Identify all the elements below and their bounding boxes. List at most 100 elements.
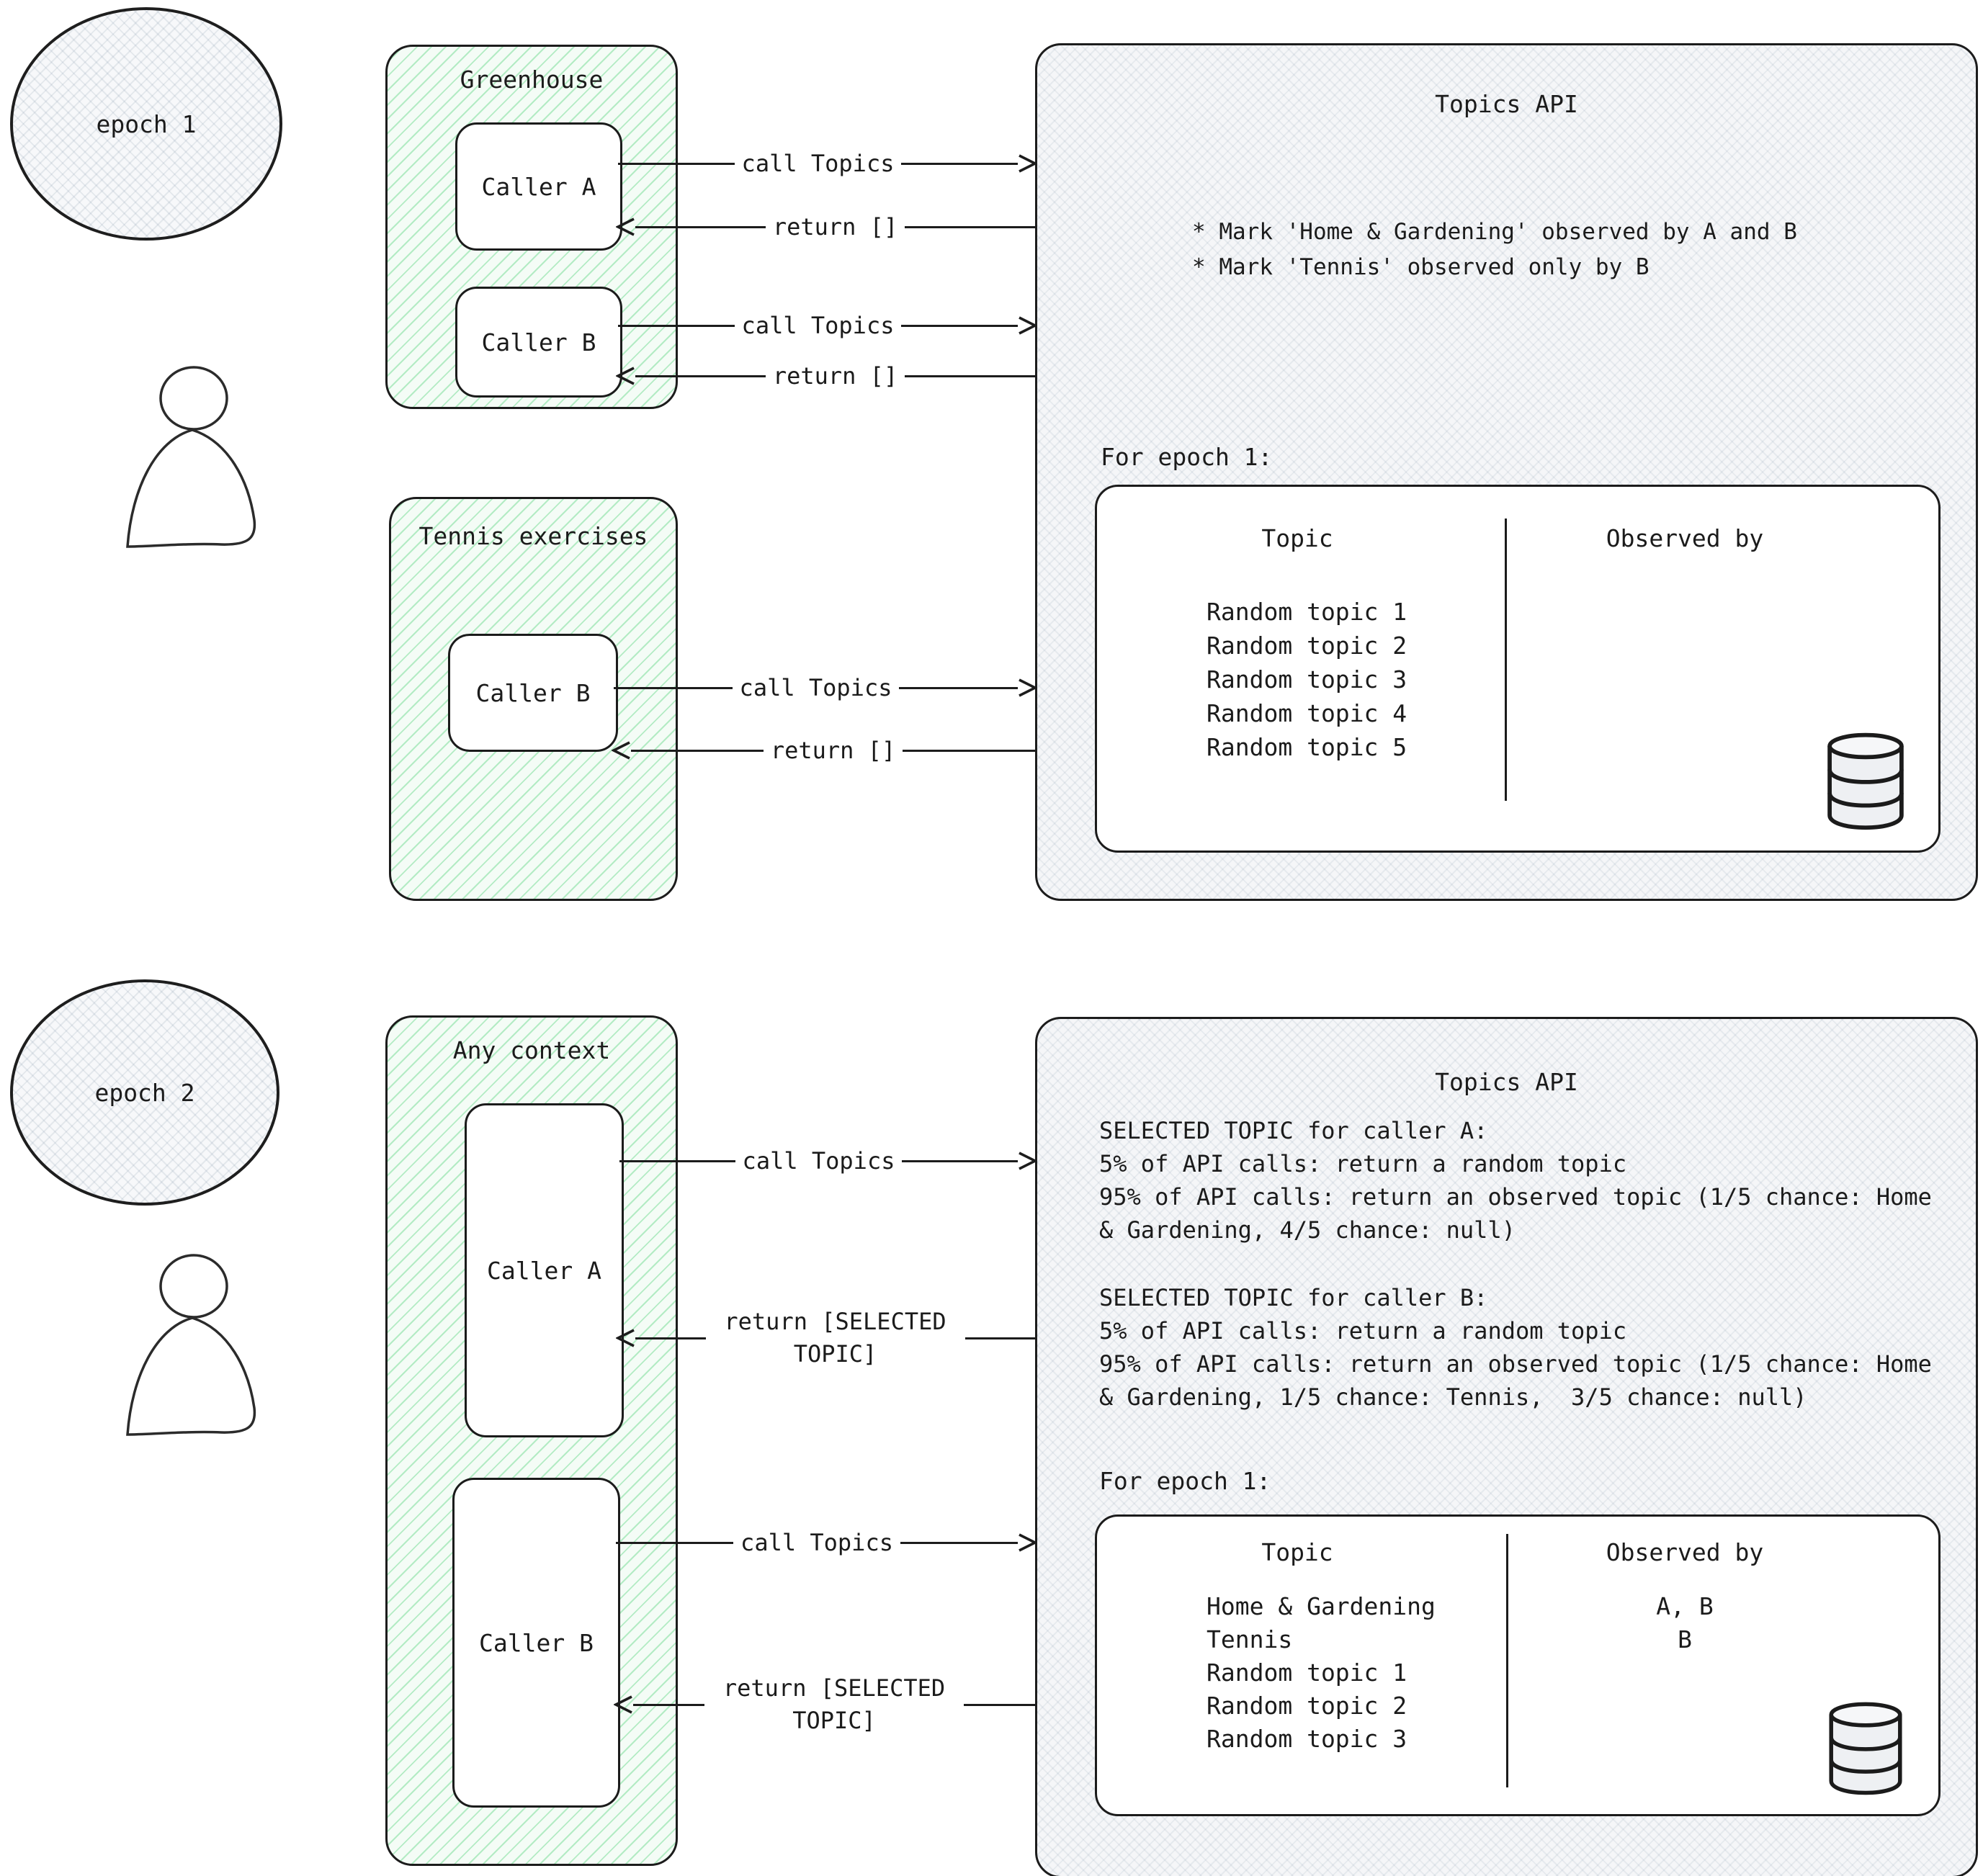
arrow-line: [964, 1337, 1035, 1339]
table-divider: [1505, 519, 1507, 801]
arrow-call-topics-caller-b-tennis: call Topics: [614, 671, 1038, 704]
any-context-title: Any context: [452, 1036, 611, 1064]
api-notes: * Mark 'Home & Gardening' observed by A …: [1192, 215, 1797, 285]
table-row: [1512, 666, 1858, 690]
text-line: & Gardening, 1/5 chance: Tennis, 3/5 cha…: [1099, 1383, 1807, 1411]
selected-topic-caller-a-text: SELECTED TOPIC for caller A: 5% of API c…: [1099, 1114, 1932, 1247]
caller-b-box-tennis: Caller B: [448, 634, 618, 752]
arrow-label: call Topics: [734, 147, 902, 180]
text-line: 95% of API calls: return an observed top…: [1099, 1350, 1932, 1378]
table-row: Random topic 2: [1207, 1692, 1407, 1720]
arrow-line: [635, 1337, 706, 1339]
arrow-line: [903, 749, 1036, 752]
caller-b-label: Caller B: [481, 328, 596, 356]
observed-by-column: A, B B: [1512, 1590, 1858, 1728]
table-row: A, B: [1656, 1592, 1714, 1620]
table-row: [1512, 642, 1858, 666]
arrow-label: return []: [765, 359, 905, 392]
arrow-line: [635, 374, 766, 377]
arrowhead-right-icon: [1019, 1152, 1038, 1170]
arrow-line: [631, 749, 764, 752]
text-line: SELECTED TOPIC for caller B:: [1099, 1284, 1488, 1311]
arrow-label: call Topics: [733, 1526, 900, 1559]
arrow-label: return [SELECTED TOPIC]: [705, 1306, 965, 1370]
topics-api-title: Topics API: [1435, 90, 1578, 118]
caller-b-box-epoch2: Caller B: [452, 1478, 620, 1808]
arrow-label: return []: [763, 734, 903, 767]
arrow-return-empty-caller-a-epoch1: return []: [616, 210, 1036, 243]
table-row: Random topic 4: [1207, 699, 1407, 727]
arrow-label: call Topics: [735, 1144, 903, 1177]
table-row: [1512, 1680, 1858, 1704]
epoch-2-circle: epoch 2: [10, 979, 279, 1206]
database-icon: [1827, 732, 1904, 830]
table-divider: [1506, 1534, 1508, 1787]
arrow-line: [901, 162, 1019, 165]
arrow-line: [901, 324, 1019, 327]
table-row: Random topic 1: [1207, 1659, 1407, 1687]
tennis-title: Tennis exercises: [418, 522, 648, 550]
table-row: Tennis: [1207, 1625, 1293, 1653]
caller-a-box-epoch2: Caller A: [465, 1103, 624, 1437]
table-row: [1512, 1704, 1858, 1728]
arrowhead-left-icon: [616, 367, 635, 385]
person-icon-epoch-2: [126, 1254, 256, 1436]
caller-b-label: Caller B: [479, 1628, 594, 1657]
topics-api-title: Topics API: [1435, 1068, 1578, 1096]
epoch-table-caption: For epoch 1:: [1101, 443, 1273, 471]
observed-by-column: [1512, 595, 1858, 714]
topic-column: Home & Gardening Tennis Random topic 1 R…: [1207, 1590, 1436, 1756]
epoch-1-circle: epoch 1: [10, 7, 282, 241]
arrowhead-right-icon: [1019, 154, 1038, 173]
arrow-line: [900, 1541, 1019, 1544]
arrow-line: [905, 225, 1036, 228]
table-row: Home & Gardening: [1207, 1592, 1436, 1620]
table-row: Random topic 3: [1207, 665, 1407, 694]
note-home-gardening: * Mark 'Home & Gardening' observed by A …: [1192, 219, 1797, 245]
text-line: SELECTED TOPIC for caller A:: [1099, 1117, 1488, 1144]
arrowhead-right-icon: [1019, 678, 1038, 697]
table-row: [1512, 619, 1858, 642]
arrow-label: return []: [765, 210, 905, 243]
column-header-observed-by: Observed by: [1606, 1538, 1764, 1566]
epoch-1-label: epoch 1: [96, 109, 197, 138]
caller-a-label: Caller A: [487, 1256, 601, 1285]
arrow-line: [635, 225, 766, 228]
arrow-line: [614, 686, 733, 689]
arrow-line: [902, 1159, 1019, 1162]
arrow-return-selected-caller-b-epoch2: return [SELECTED TOPIC]: [614, 1667, 1035, 1742]
arrowhead-left-icon: [616, 1329, 635, 1347]
column-header-observed-by: Observed by: [1606, 524, 1764, 552]
caller-a-box-epoch1: Caller A: [455, 122, 622, 251]
text-line: 5% of API calls: return a random topic: [1099, 1317, 1627, 1345]
arrow-call-topics-caller-a-epoch2: call Topics: [619, 1144, 1038, 1177]
topic-column: Random topic 1 Random topic 2 Random top…: [1207, 595, 1407, 764]
arrowhead-right-icon: [1019, 316, 1038, 335]
topics-api-panel-epoch2: Topics API SELECTED TOPIC for caller A: …: [1035, 1017, 1978, 1876]
arrow-call-topics-caller-b-epoch1: call Topics: [618, 309, 1038, 342]
arrow-call-topics-caller-b-epoch2: call Topics: [616, 1526, 1038, 1559]
table-row: Random topic 5: [1207, 733, 1407, 761]
arrow-return-empty-caller-b-tennis: return []: [612, 734, 1036, 767]
table-row: Random topic 2: [1207, 632, 1407, 660]
arrowhead-right-icon: [1019, 1533, 1038, 1552]
table-row: Random topic 1: [1207, 598, 1407, 626]
topics-table-epoch1: Topic Observed by Random topic 1 Random …: [1095, 485, 1941, 853]
arrow-line: [618, 324, 735, 327]
arrow-line: [905, 374, 1036, 377]
table-row: [1512, 1656, 1858, 1680]
arrow-label: return [SELECTED TOPIC]: [704, 1672, 964, 1737]
arrow-call-topics-caller-a-epoch1: call Topics: [618, 147, 1038, 180]
arrow-line: [899, 686, 1019, 689]
arrow-line: [619, 1159, 735, 1162]
note-tennis: * Mark 'Tennis' observed only by B: [1192, 254, 1649, 280]
arrow-return-empty-caller-b-epoch1: return []: [616, 359, 1036, 392]
arrowhead-left-icon: [614, 1695, 632, 1714]
arrow-line: [964, 1703, 1035, 1706]
text-line: & Gardening, 4/5 chance: null): [1099, 1216, 1516, 1244]
arrow-label: call Topics: [734, 309, 902, 342]
greenhouse-title: Greenhouse: [460, 66, 604, 94]
text-line: 5% of API calls: return a random topic: [1099, 1150, 1627, 1177]
column-header-topic: Topic: [1261, 1538, 1333, 1566]
